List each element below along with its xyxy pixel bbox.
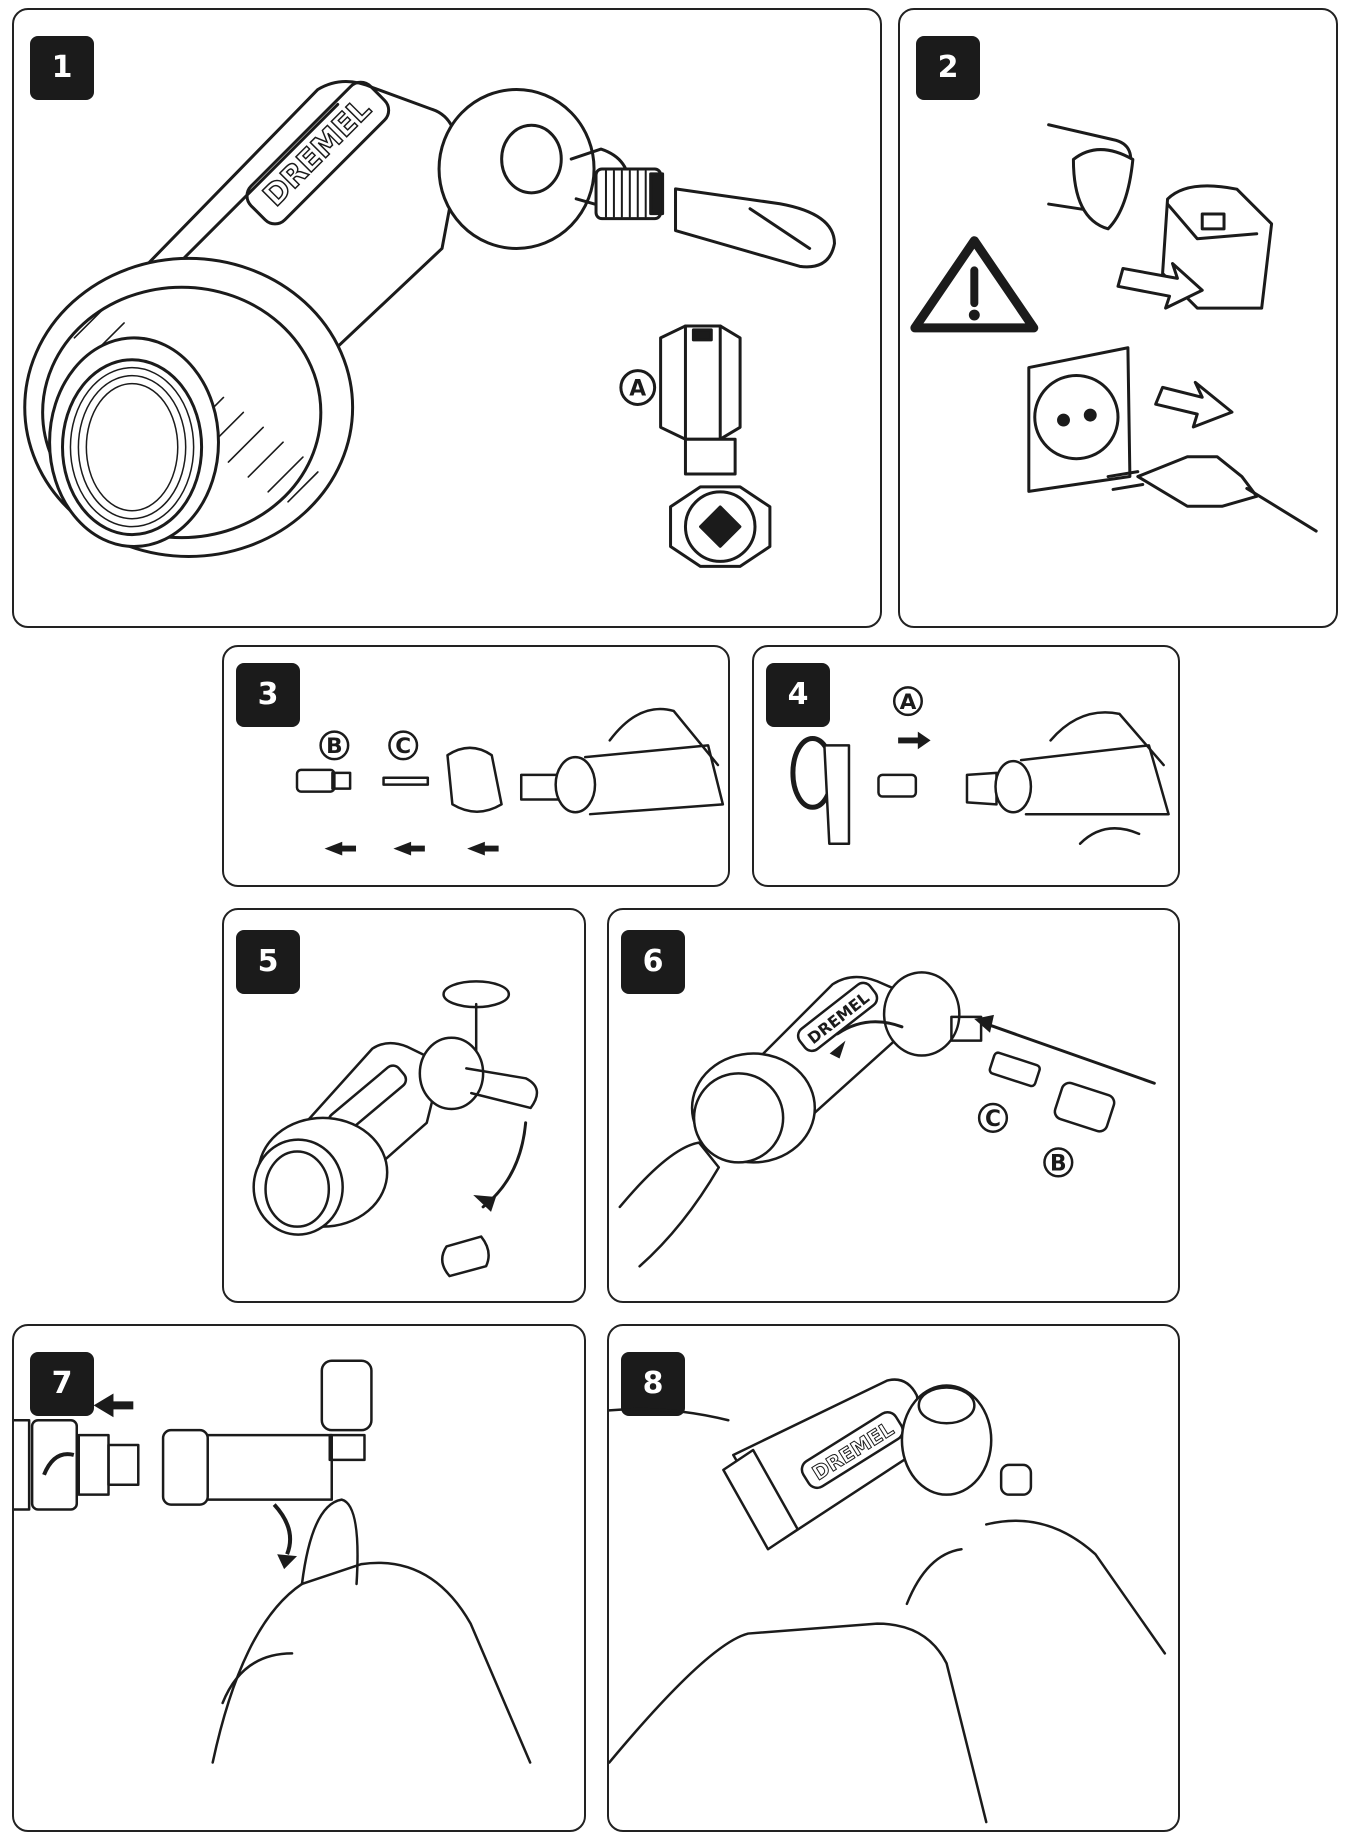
install-accessory-illustration: DREMEL	[609, 1326, 1178, 1830]
panel-step-6: 6 DREMEL C B	[607, 908, 1180, 1303]
panel-step-3: 3 B C	[222, 645, 730, 887]
callout-c: C	[395, 734, 411, 759]
remove-collet-illustration: B C	[224, 647, 728, 856]
step-number-badge: 7	[30, 1352, 94, 1416]
callout-b: B	[1050, 1151, 1067, 1176]
step-number-badge: 2	[916, 36, 980, 100]
right-angle-attachment-illustration: DREMEL A	[14, 10, 880, 626]
panel-step-4: 4 A	[752, 645, 1180, 887]
panel-step-5: 5	[222, 908, 586, 1303]
callout-a: A	[629, 376, 646, 401]
disconnect-power-illustration	[900, 10, 1336, 626]
mount-accessory-illustration	[224, 910, 584, 1301]
callout-a: A	[900, 690, 917, 715]
step-number-badge: 6	[621, 930, 685, 994]
panel-step-8: 8 DREMEL	[607, 1324, 1180, 1832]
step-number-badge: 1	[30, 36, 94, 100]
callout-c: C	[985, 1107, 1001, 1132]
step-number-badge: 8	[621, 1352, 685, 1416]
warning-triangle-icon	[915, 241, 1034, 328]
attach-to-tool-illustration: DREMEL C B	[609, 910, 1178, 1301]
panel-step-7: 7	[12, 1324, 586, 1832]
panel-step-1: 1	[12, 8, 882, 628]
remove-thread-adapter-illustration: A	[754, 647, 1178, 885]
step-number-badge: 5	[236, 930, 300, 994]
secure-attachment-illustration	[14, 1326, 584, 1830]
panel-step-2: 2	[898, 8, 1338, 628]
step-number-badge: 4	[766, 663, 830, 727]
step-number-badge: 3	[236, 663, 300, 727]
callout-b: B	[326, 734, 342, 759]
